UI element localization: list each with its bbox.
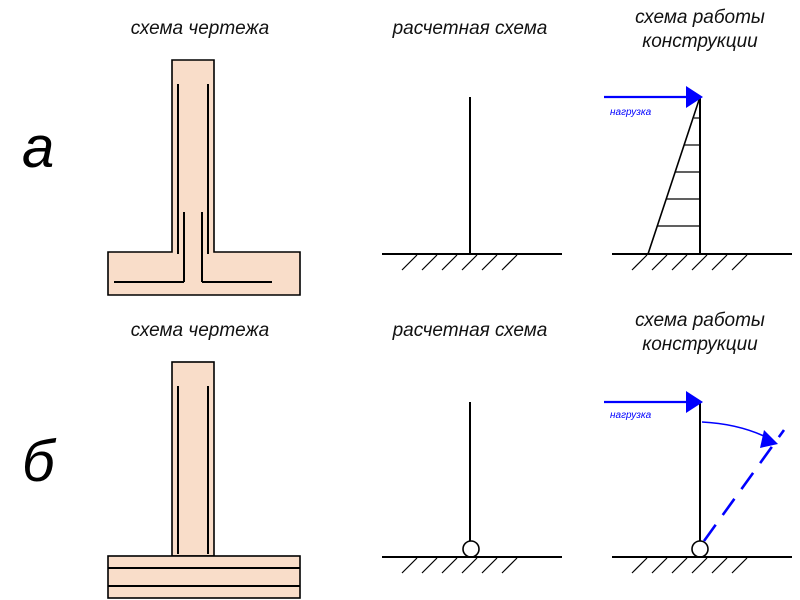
- row-a-design-scheme-label: расчетная схема: [392, 18, 548, 39]
- row-b-rotation-arrowhead: [760, 430, 778, 448]
- row-b-footing-drawing: [107, 361, 301, 599]
- row-b-hinged-column-scheme: [382, 402, 562, 574]
- row-a-work-scheme-label-line2: конструкции: [642, 31, 758, 52]
- row-b-rotation-arc: [701, 421, 773, 441]
- row-b-work-scheme-label-line1: схема работы: [635, 310, 765, 331]
- row-b-load-label: нагрузка: [610, 410, 652, 421]
- row-b-rotation-scheme: [612, 402, 792, 574]
- row-a-moment-diagram: [612, 96, 792, 271]
- row-a-drawing-scheme-label: схема чертежа: [130, 18, 270, 39]
- row-a-work-scheme-label-line1: схема работы: [635, 7, 765, 28]
- row-a-footing-drawing: [107, 59, 301, 296]
- row-b-load-arrow: [604, 391, 703, 413]
- row-a-load-label: нагрузка: [610, 107, 652, 118]
- row-a-letter: а: [22, 115, 55, 180]
- row-a-load-arrow: [604, 86, 703, 108]
- row-b-letter: б: [22, 429, 55, 494]
- row-b-rotated-column: [702, 429, 786, 542]
- row-b-design-scheme-label: расчетная схема: [392, 320, 548, 341]
- row-b-work-scheme-label-line2: конструкции: [642, 334, 758, 355]
- row-a-fixed-column-scheme: [382, 97, 562, 271]
- row-b-drawing-scheme-label: схема чертежа: [130, 320, 270, 341]
